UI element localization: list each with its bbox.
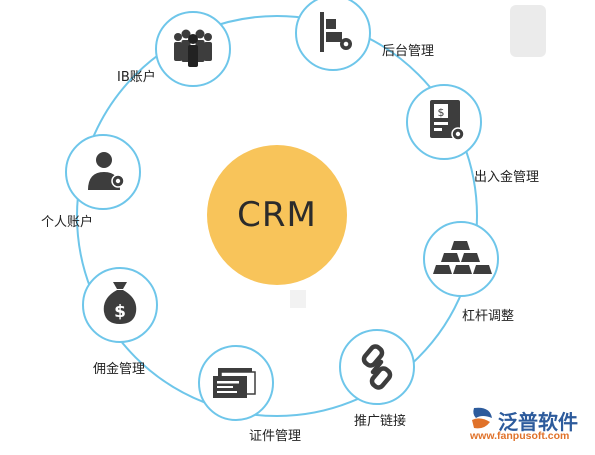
- node-promo-link[interactable]: [339, 329, 415, 405]
- node-commission[interactable]: $: [82, 267, 158, 343]
- chain-link-icon: [361, 344, 393, 390]
- label-deposit-withdrawal: 出入金管理: [474, 170, 540, 185]
- brand-url: www.fanpusoft.com: [470, 430, 570, 442]
- crm-center-circle: [207, 145, 347, 285]
- label-document: 证件管理: [249, 429, 302, 444]
- label-backend-management: 后台管理: [382, 44, 435, 59]
- node-document[interactable]: [198, 345, 274, 421]
- server-gear-icon: [320, 12, 352, 52]
- money-bag-icon: $: [103, 282, 137, 324]
- node-leverage-adjust[interactable]: [423, 221, 499, 297]
- group-of-people-icon: [174, 29, 212, 67]
- decorative-square: [290, 290, 306, 308]
- label-ib-account: IB账户: [117, 70, 156, 85]
- atm-dollar-gear-icon: $: [430, 100, 465, 141]
- crm-center-label: CRM: [237, 195, 317, 235]
- svg-text:$: $: [114, 302, 126, 322]
- brand-name: 泛普软件: [498, 410, 578, 434]
- gold-bars-icon: [433, 241, 492, 274]
- connection-ring: [76, 15, 478, 417]
- node-personal-account[interactable]: [65, 134, 141, 210]
- label-leverage-adjust: 杠杆调整: [462, 309, 515, 324]
- brand-logo-icon: [472, 407, 492, 429]
- node-backend-management[interactable]: [295, 0, 371, 71]
- node-ib-account[interactable]: [155, 11, 231, 87]
- label-personal-account: 个人账户: [41, 215, 94, 230]
- decorative-phone-shape: [510, 5, 546, 57]
- label-commission: 佣金管理: [93, 362, 146, 377]
- node-deposit-withdrawal[interactable]: $: [406, 84, 482, 160]
- label-promo-link: 推广链接: [354, 414, 407, 429]
- id-cards-icon: [213, 368, 256, 398]
- brand-watermark: 泛普软件 www.fanpusoft.com: [468, 402, 592, 450]
- user-gear-icon: [88, 152, 125, 190]
- svg-text:$: $: [438, 106, 445, 119]
